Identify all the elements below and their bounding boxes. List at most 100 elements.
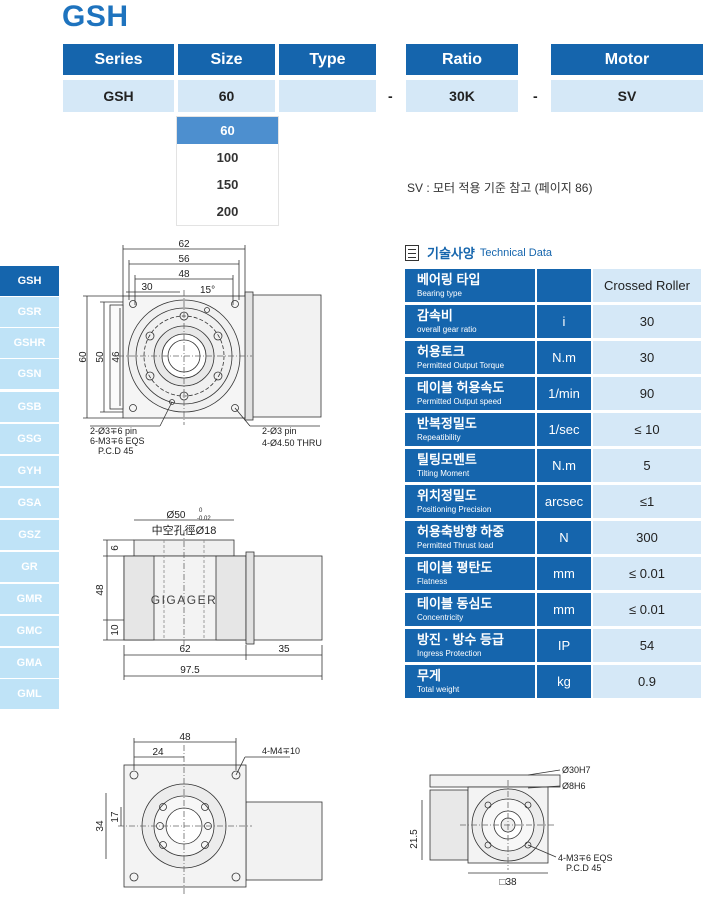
spec-unit: i xyxy=(535,303,592,341)
dim-56: 56 xyxy=(178,254,190,265)
header-motor: Motor xyxy=(551,44,703,75)
size-dropdown-list: 60 100 150 200 xyxy=(176,116,279,226)
spec-unit: N.m xyxy=(535,339,592,377)
sidebar-item-gsn[interactable]: GSN xyxy=(0,359,59,390)
hollow-label: 中空孔徑Ø18 xyxy=(152,523,217,537)
spec-value: ≤ 0.01 xyxy=(591,555,701,593)
sidebar-item-gmc[interactable]: GMC xyxy=(0,616,59,647)
size-option[interactable]: 150 xyxy=(216,177,239,192)
sidebar-item-gsa[interactable]: GSA xyxy=(0,488,59,519)
sidebar-item-gma[interactable]: GMA xyxy=(0,648,59,679)
spec-unit: mm xyxy=(535,591,592,629)
top-view-drawing: 62 56 48 30 15° 60 50 46 2-Ø3∓6 pin 6-M3… xyxy=(78,239,322,456)
note-pin-left: 2-Ø3∓6 pin xyxy=(90,426,137,436)
size-option[interactable]: 60 xyxy=(177,117,278,144)
spec-value: ≤ 10 xyxy=(591,411,701,449)
spec-unit: mm xyxy=(535,555,592,593)
dim-phi50: Ø50 xyxy=(167,510,186,521)
sidebar-item-gmr[interactable]: GMR xyxy=(0,584,59,615)
value-motor: SV xyxy=(551,80,703,112)
dim-24: 24 xyxy=(152,747,164,758)
value-series: GSH xyxy=(63,80,174,112)
sidebar-item-gsb[interactable]: GSB xyxy=(0,392,59,423)
spec-value: ≤ 0.01 xyxy=(591,591,701,629)
sidebar-item-gr[interactable]: GR xyxy=(0,552,59,583)
dim-10: 10 xyxy=(110,624,121,636)
spec-value: ≤1 xyxy=(591,483,701,521)
dim-21-5: 21.5 xyxy=(409,829,420,849)
dim-60: 60 xyxy=(78,351,89,363)
dim-46: 46 xyxy=(111,351,122,363)
sidebar-item-gshr[interactable]: GSHR xyxy=(0,328,59,359)
value-size[interactable]: 60 xyxy=(178,80,275,112)
spec-value: 54 xyxy=(591,627,701,665)
note-thru: 4-Ø4.50 THRU xyxy=(262,438,322,448)
header-type: Type xyxy=(279,44,376,75)
note-30h7: Ø30H7 xyxy=(562,765,591,775)
dim-6: 6 xyxy=(110,545,121,551)
sidebar-item-gsh[interactable]: GSH xyxy=(0,266,59,297)
spec-unit xyxy=(535,269,592,305)
spec-value: 5 xyxy=(591,447,701,485)
header-ratio: Ratio xyxy=(406,44,518,75)
document-icon xyxy=(405,244,419,261)
spec-value: 90 xyxy=(591,375,701,413)
separator-dash: - xyxy=(533,88,538,104)
tech-data-title: 기술사양 Technical Data xyxy=(405,243,552,262)
dim-35: 35 xyxy=(278,644,290,655)
sidebar-item-gsr[interactable]: GSR xyxy=(0,297,59,328)
dim-15deg: 15° xyxy=(200,285,215,296)
sidebar-item-gsg[interactable]: GSG xyxy=(0,424,59,455)
header-series: Series xyxy=(63,44,174,75)
note-pin-right: 2-Ø3 pin xyxy=(262,426,297,436)
dim-38: □38 xyxy=(499,877,517,888)
sidebar-item-gsz[interactable]: GSZ xyxy=(0,520,59,551)
spec-unit: 1/min xyxy=(535,375,592,413)
size-option[interactable]: 100 xyxy=(216,150,239,165)
dim-62: 62 xyxy=(178,239,190,250)
header-size: Size xyxy=(178,44,275,75)
spec-value: Crossed Roller xyxy=(591,269,701,305)
sidebar-item-gml[interactable]: GML xyxy=(0,679,59,710)
dim-50: 50 xyxy=(95,351,106,363)
value-ratio: 30K xyxy=(406,80,518,112)
separator-dash: - xyxy=(388,88,393,104)
spec-unit: IP xyxy=(535,627,592,665)
dim-48: 48 xyxy=(95,584,106,596)
value-type xyxy=(279,80,376,112)
dim-48: 48 xyxy=(178,269,190,280)
sv-note: SV : 모터 적용 기준 참고 (페이지 86) xyxy=(407,181,593,195)
side-view-drawing: Ø50 0 -0.02 中空孔徑Ø18 6 48 10 62 35 97.5 G… xyxy=(95,508,323,680)
sidebar-item-gyh[interactable]: GYH xyxy=(0,456,59,487)
bottom-view-drawing: 48 24 4-M4∓10 17 34 xyxy=(95,732,323,895)
size-option[interactable]: 200 xyxy=(216,204,239,219)
tech-title-ko: 기술사양 xyxy=(427,246,475,261)
spec-value: 30 xyxy=(591,303,701,341)
rear-view-drawing: Ø30H7 Ø8H6 21.5 □38 4-M3∓6 EQS P.C.D 45 xyxy=(409,765,613,888)
note-m4: 4-M4∓10 xyxy=(262,746,300,756)
spec-value: 30 xyxy=(591,339,701,377)
brand-logo: GIGAGER xyxy=(151,593,218,607)
